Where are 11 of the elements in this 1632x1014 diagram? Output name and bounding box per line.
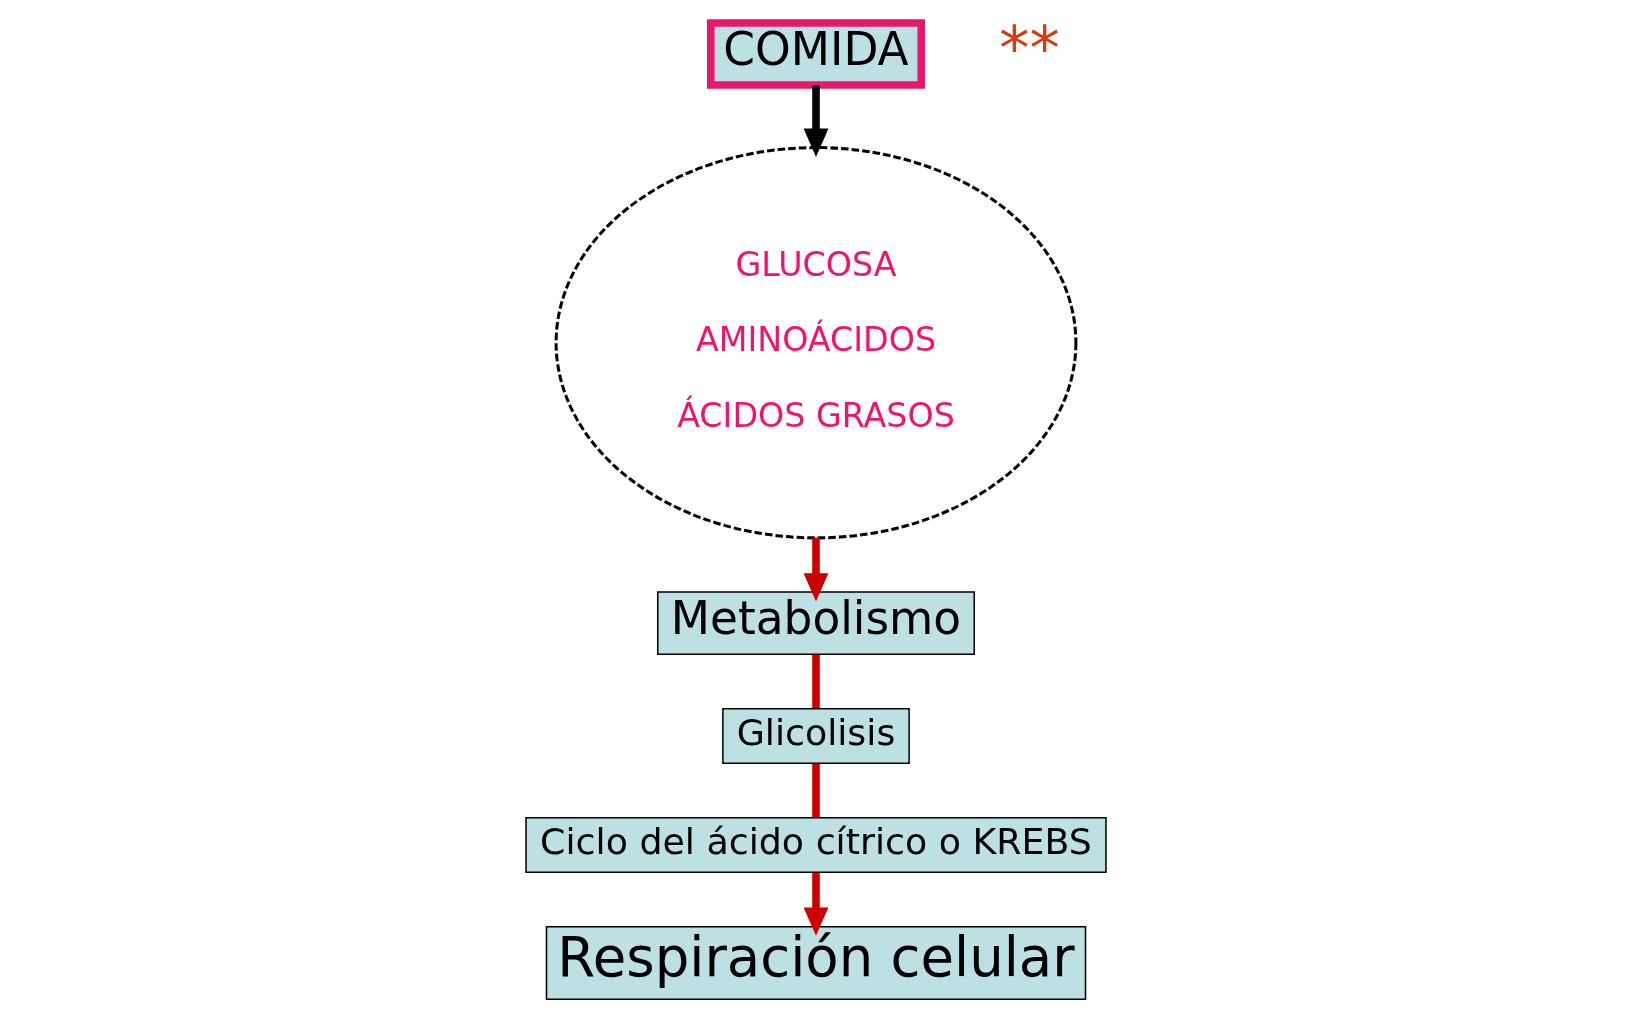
arrow bbox=[803, 872, 829, 936]
label: ** bbox=[999, 13, 1060, 84]
node-box: Ciclo del ácido cítrico o KREBS bbox=[525, 816, 1107, 873]
node-box: Respiración celular bbox=[545, 925, 1087, 1001]
connector bbox=[812, 763, 820, 818]
arrow bbox=[803, 85, 829, 157]
node-box: COMIDA bbox=[707, 19, 925, 89]
node-box: Glicolisis bbox=[722, 707, 910, 764]
node-box: Metabolismo bbox=[657, 591, 975, 655]
node-ellipse: GLUCOSA AMINOÁCIDOS ÁCIDOS GRASOS bbox=[554, 146, 1078, 540]
connector bbox=[812, 654, 820, 709]
